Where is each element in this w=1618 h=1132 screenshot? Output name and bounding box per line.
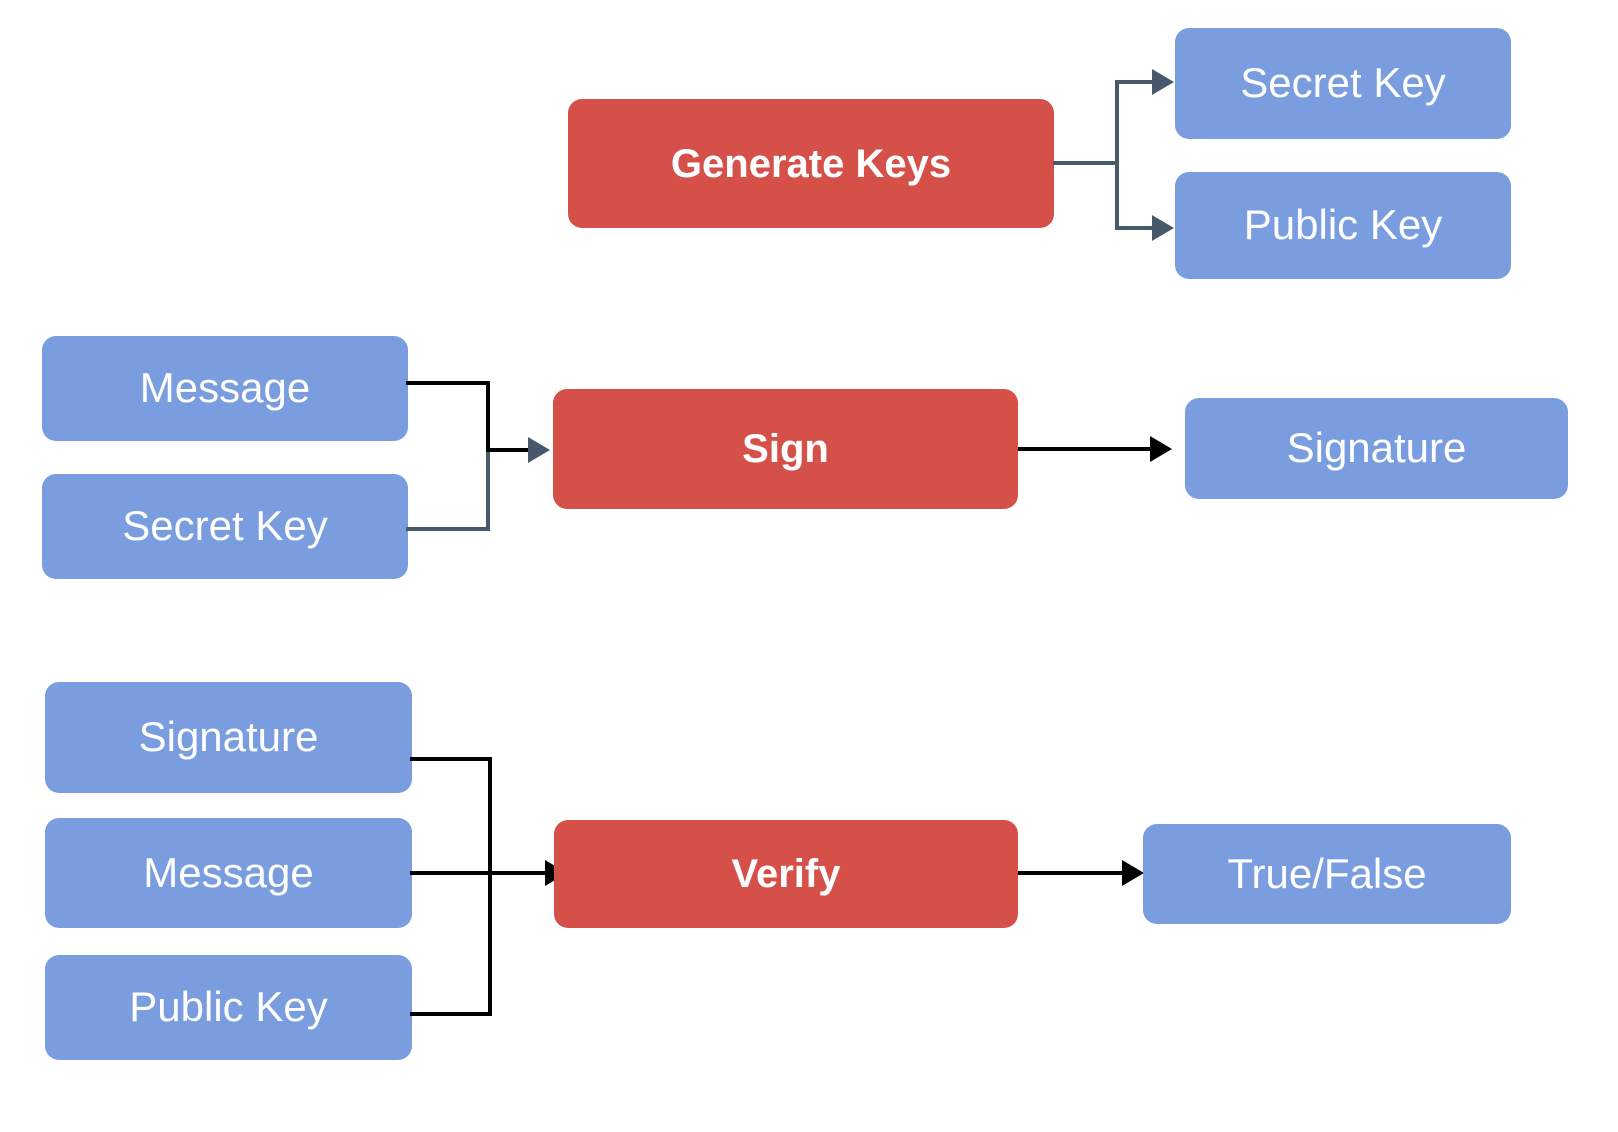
node-signature-output[interactable]: Signature [1185, 398, 1568, 499]
arrowhead-to-signature [1150, 436, 1172, 462]
node-generate-keys[interactable]: Generate Keys [568, 99, 1054, 228]
node-sign[interactable]: Sign [553, 389, 1018, 509]
edge-sign-merge-bus-lower [486, 450, 490, 531]
edge-public-key-lead-verify [410, 1012, 492, 1016]
node-message-sign-input[interactable]: Message [42, 336, 408, 441]
edge-into-sign [486, 448, 544, 452]
edge-verify-merge-bus [488, 757, 492, 1015]
arrowhead-into-sign [528, 437, 550, 463]
node-public-key-verify-input[interactable]: Public Key [45, 955, 412, 1060]
edge-sign-merge-bus-upper [486, 381, 490, 451]
edge-message-lead-sign [406, 381, 490, 385]
edge-message-lead-verify [410, 871, 492, 875]
edge-to-public-key [1115, 226, 1160, 230]
node-public-key-output[interactable]: Public Key [1175, 172, 1511, 279]
arrowhead-to-result [1122, 860, 1144, 886]
edge-verify-to-result [1018, 871, 1130, 875]
edge-signature-lead-verify [410, 757, 492, 761]
arrowhead-to-secret-key [1152, 69, 1174, 95]
edge-secret-key-lead-sign [406, 527, 490, 531]
node-true-false-output[interactable]: True/False [1143, 824, 1511, 924]
edge-generate-keys-bus [1115, 80, 1119, 230]
node-verify[interactable]: Verify [554, 820, 1018, 928]
node-secret-key-sign-input[interactable]: Secret Key [42, 474, 408, 579]
edge-into-verify [488, 871, 563, 875]
node-signature-verify-input[interactable]: Signature [45, 682, 412, 793]
arrowhead-to-public-key [1152, 215, 1174, 241]
node-secret-key-output[interactable]: Secret Key [1175, 28, 1511, 139]
edge-sign-to-signature [1018, 447, 1158, 451]
node-message-verify-input[interactable]: Message [45, 818, 412, 928]
edge-to-secret-key [1115, 80, 1160, 84]
edge-generate-keys-stem [1053, 161, 1117, 165]
